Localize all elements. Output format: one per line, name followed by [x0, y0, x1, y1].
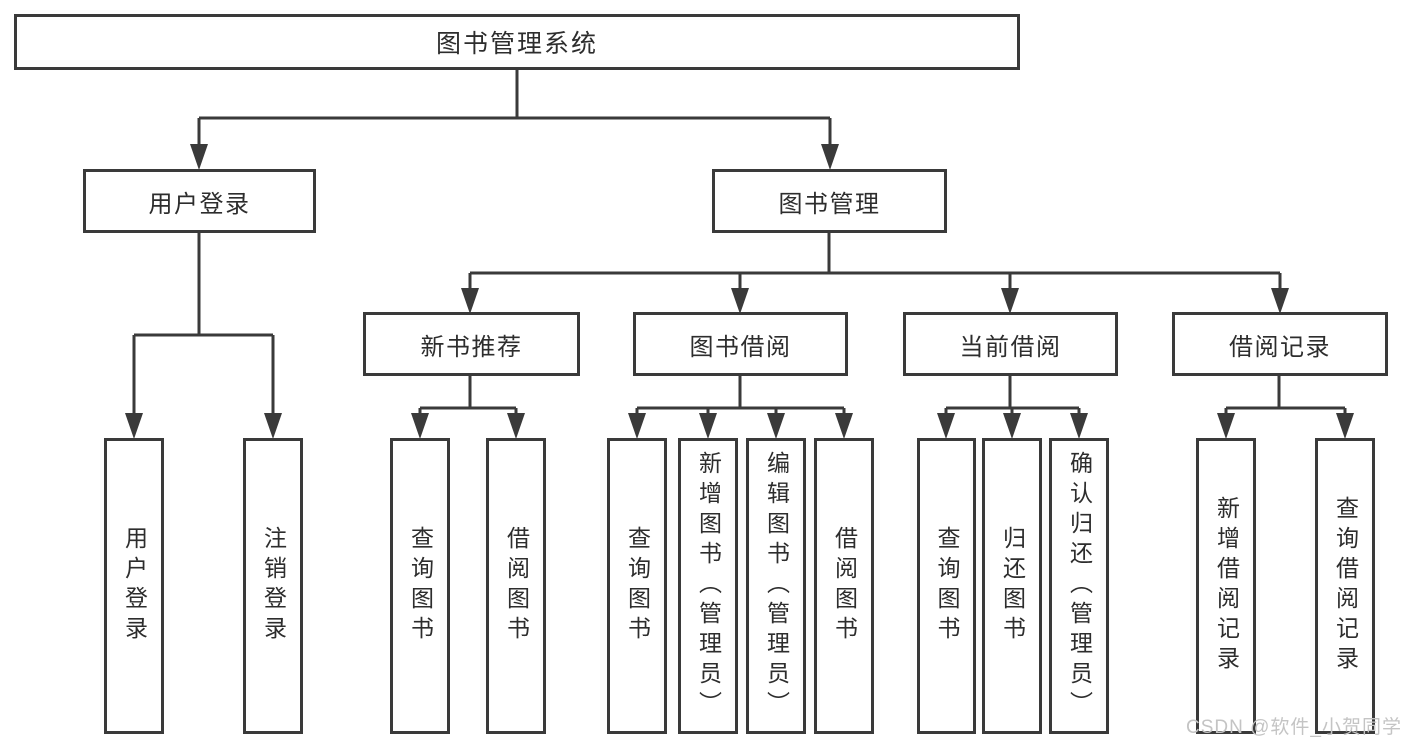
leaf-user-login: 用户登录: [104, 438, 164, 734]
leaf-confirm-return-admin: 确认归还（管理员）: [1049, 438, 1109, 734]
node-label: 新书推荐: [420, 333, 523, 361]
node-root-system: 图书管理系统: [14, 14, 1020, 70]
node-label: 图书管理系统: [435, 30, 598, 58]
leaf-label: 借阅图书: [503, 526, 530, 646]
leaf-label: 查询图书: [934, 526, 960, 646]
tree-edges: [132, 69, 1347, 418]
node-label: 借阅记录: [1229, 333, 1331, 361]
leaf-label: 查询借阅记录: [1332, 496, 1359, 676]
leaf-query-books-borrowing: 查询图书: [607, 438, 667, 734]
node-label: 图书管理: [778, 190, 881, 218]
leaf-query-books-current: 查询图书: [917, 438, 976, 734]
node-current-borrowing: 当前借阅: [903, 312, 1118, 376]
leaf-query-borrow-record: 查询借阅记录: [1315, 438, 1375, 734]
leaf-label: 新增图书（管理员）: [695, 451, 722, 721]
leaf-label: 借阅图书: [831, 526, 858, 646]
leaf-logout: 注销登录: [243, 438, 303, 734]
leaf-label: 注销登录: [260, 526, 287, 646]
leaf-return-books: 归还图书: [982, 438, 1042, 734]
leaf-label: 编辑图书（管理员）: [763, 451, 790, 721]
arrowhead-icons: [125, 144, 1354, 439]
leaf-borrow-books-borrowing: 借阅图书: [814, 438, 874, 734]
node-label: 用户登录: [148, 190, 251, 218]
leaf-query-books-recommend: 查询图书: [390, 438, 450, 734]
node-new-book-recommend: 新书推荐: [363, 312, 580, 376]
watermark: CSDN @软件_小贺同学: [1186, 717, 1402, 738]
node-borrow-records: 借阅记录: [1172, 312, 1388, 376]
leaf-label: 新增借阅记录: [1213, 496, 1240, 676]
leaf-label: 查询图书: [624, 526, 651, 646]
leaf-borrow-books-recommend: 借阅图书: [486, 438, 546, 734]
leaf-edit-books-admin: 编辑图书（管理员）: [746, 438, 806, 734]
node-label: 图书借阅: [689, 333, 792, 361]
leaf-add-books-admin: 新增图书（管理员）: [678, 438, 738, 734]
leaf-label: 归还图书: [999, 526, 1026, 646]
node-book-borrowing: 图书借阅: [633, 312, 848, 376]
node-user-login: 用户登录: [83, 169, 316, 233]
node-label: 当前借阅: [959, 333, 1062, 361]
leaf-add-borrow-record: 新增借阅记录: [1196, 438, 1256, 734]
leaf-label: 查询图书: [407, 526, 434, 646]
leaf-label: 确认归还（管理员）: [1066, 451, 1093, 721]
node-book-management: 图书管理: [712, 169, 947, 233]
leaf-label: 用户登录: [121, 526, 148, 646]
